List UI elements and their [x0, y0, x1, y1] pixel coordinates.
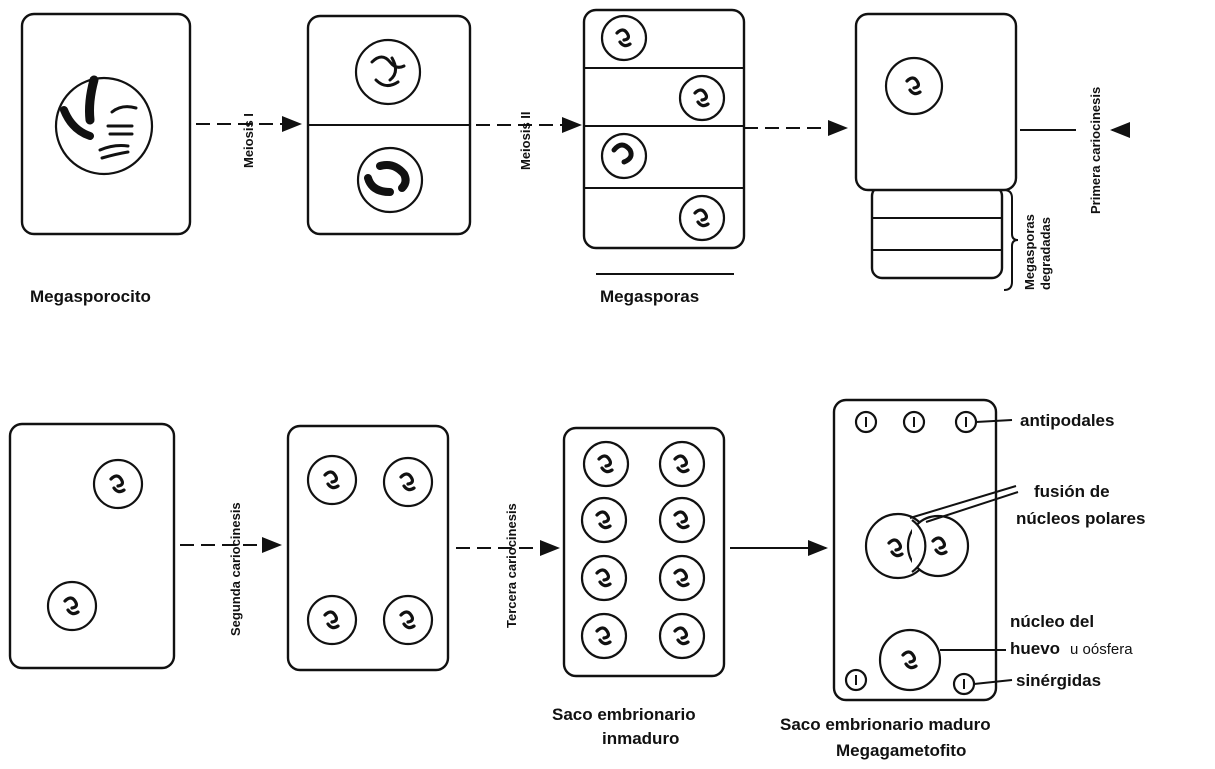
label-meiosis-2: Meiosis II [518, 111, 533, 170]
label-segunda-cariocinesis: Segunda cariocinesis [228, 502, 243, 636]
label-nucleo-3: u oósfera [1070, 641, 1133, 658]
label-megasporas: Megasporas [600, 287, 699, 306]
label-meiosis-1: Meiosis I [241, 113, 256, 168]
immature-embryo-sac [562, 426, 726, 678]
label-megasporocito: Megasporocito [30, 287, 151, 306]
label-primera-cariocinesis: Primera cariocinesis [1088, 87, 1103, 214]
label-saco-inmaduro-1: Saco embrionario [552, 705, 696, 724]
mature-embryo-sac [832, 398, 998, 702]
leader-antipodales [975, 419, 1013, 423]
tetranucleate-cell [286, 424, 450, 672]
dyad-cell [306, 14, 472, 236]
label-saco-maduro-2: Megagametofito [836, 741, 966, 760]
functional-megaspore-cell [854, 12, 1018, 280]
tetrad-cell [582, 8, 746, 250]
label-nucleo-1: núcleo del [1010, 612, 1094, 631]
label-sinergidas: sinérgidas [1016, 671, 1101, 690]
label-megasporas-degradadas-1: Megasporas [1022, 214, 1037, 290]
leader-sinergidas [973, 679, 1013, 685]
label-saco-inmaduro-2: inmaduro [602, 729, 679, 748]
label-fusion-1: fusión de [1034, 482, 1110, 501]
label-fusion-2: núcleos polares [1016, 509, 1145, 528]
leader-fusion-1 [909, 485, 1017, 519]
leader-fusion-2 [925, 491, 1019, 523]
label-nucleo-2: huevo [1010, 639, 1060, 658]
megasporocito-cell [20, 12, 192, 236]
degradadas-brace [1003, 189, 1019, 291]
label-saco-maduro-1: Saco embrionario maduro [780, 715, 991, 734]
label-tercera-cariocinesis: Tercera cariocinesis [504, 503, 519, 628]
binucleate-cell [8, 422, 176, 670]
label-antipodales: antipodales [1020, 411, 1114, 430]
label-megasporas-degradadas-2: degradadas [1038, 217, 1053, 290]
